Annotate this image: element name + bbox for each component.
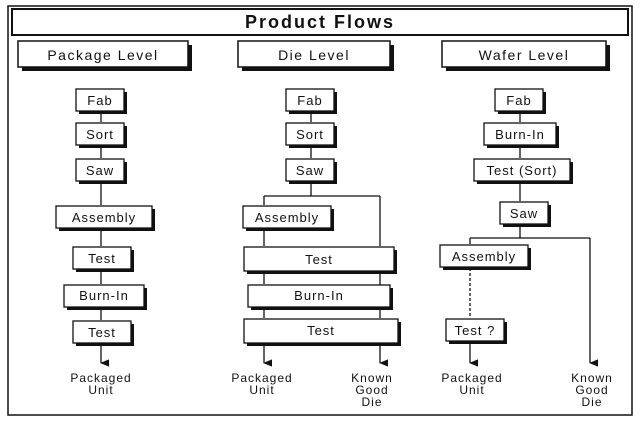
step-assembly: Assembly	[242, 205, 334, 231]
step-label: Burn-In	[79, 288, 129, 303]
step-assembly: Assembly	[439, 244, 531, 270]
step-label: Assembly	[452, 249, 516, 264]
step-label: Sort	[296, 127, 324, 142]
step-label: Saw	[296, 163, 324, 178]
header-die-level: Die Level	[237, 40, 394, 71]
step-label: Test	[305, 252, 333, 267]
step-label: Assembly	[72, 210, 136, 225]
step-saw: Saw	[75, 158, 127, 184]
header-label: Wafer Level	[479, 47, 570, 63]
step-test: Test	[72, 320, 134, 346]
header-wafer-level: Wafer Level	[441, 40, 610, 71]
step-burn-in: Burn-In	[63, 284, 147, 310]
step-label: Test (Sort)	[487, 163, 558, 178]
title-bar	[11, 8, 629, 36]
step-label: Assembly	[255, 210, 319, 225]
step-label: Burn-In	[294, 288, 344, 303]
step-fab: Fab	[75, 88, 127, 114]
step-fab: Fab	[285, 88, 337, 114]
step-test-optional: Test ?	[445, 318, 507, 344]
step-label: Sort	[86, 127, 114, 142]
step-label: Test ?	[455, 323, 496, 338]
step-label: Fab	[506, 93, 531, 108]
step-label: Burn-In	[495, 127, 545, 142]
step-label: Test	[88, 325, 116, 340]
step-test: Test	[72, 246, 134, 272]
step-burn-in: Burn-In	[483, 122, 559, 148]
step-label: Fab	[297, 93, 322, 108]
page-title: Product Flows	[245, 12, 395, 32]
header-label: Package Level	[47, 47, 158, 63]
step-test: Test	[243, 246, 397, 274]
step-assembly: Assembly	[55, 205, 155, 231]
header-label: Die Level	[278, 47, 350, 63]
step-label: Saw	[510, 206, 538, 221]
step-label: Test	[307, 323, 335, 338]
header-package-level: Package Level	[17, 40, 192, 71]
step-fab: Fab	[494, 88, 546, 114]
step-sort: Sort	[285, 122, 337, 148]
step-label: Test	[88, 251, 116, 266]
step-sort: Sort	[75, 122, 127, 148]
step-burn-in: Burn-In	[247, 284, 393, 310]
step-label: Saw	[86, 163, 114, 178]
step-saw: Saw	[285, 158, 337, 184]
step-saw: Saw	[499, 201, 551, 227]
step-test-sort: Test (Sort)	[473, 158, 573, 184]
step-test: Test	[243, 318, 401, 346]
step-label: Fab	[87, 93, 112, 108]
